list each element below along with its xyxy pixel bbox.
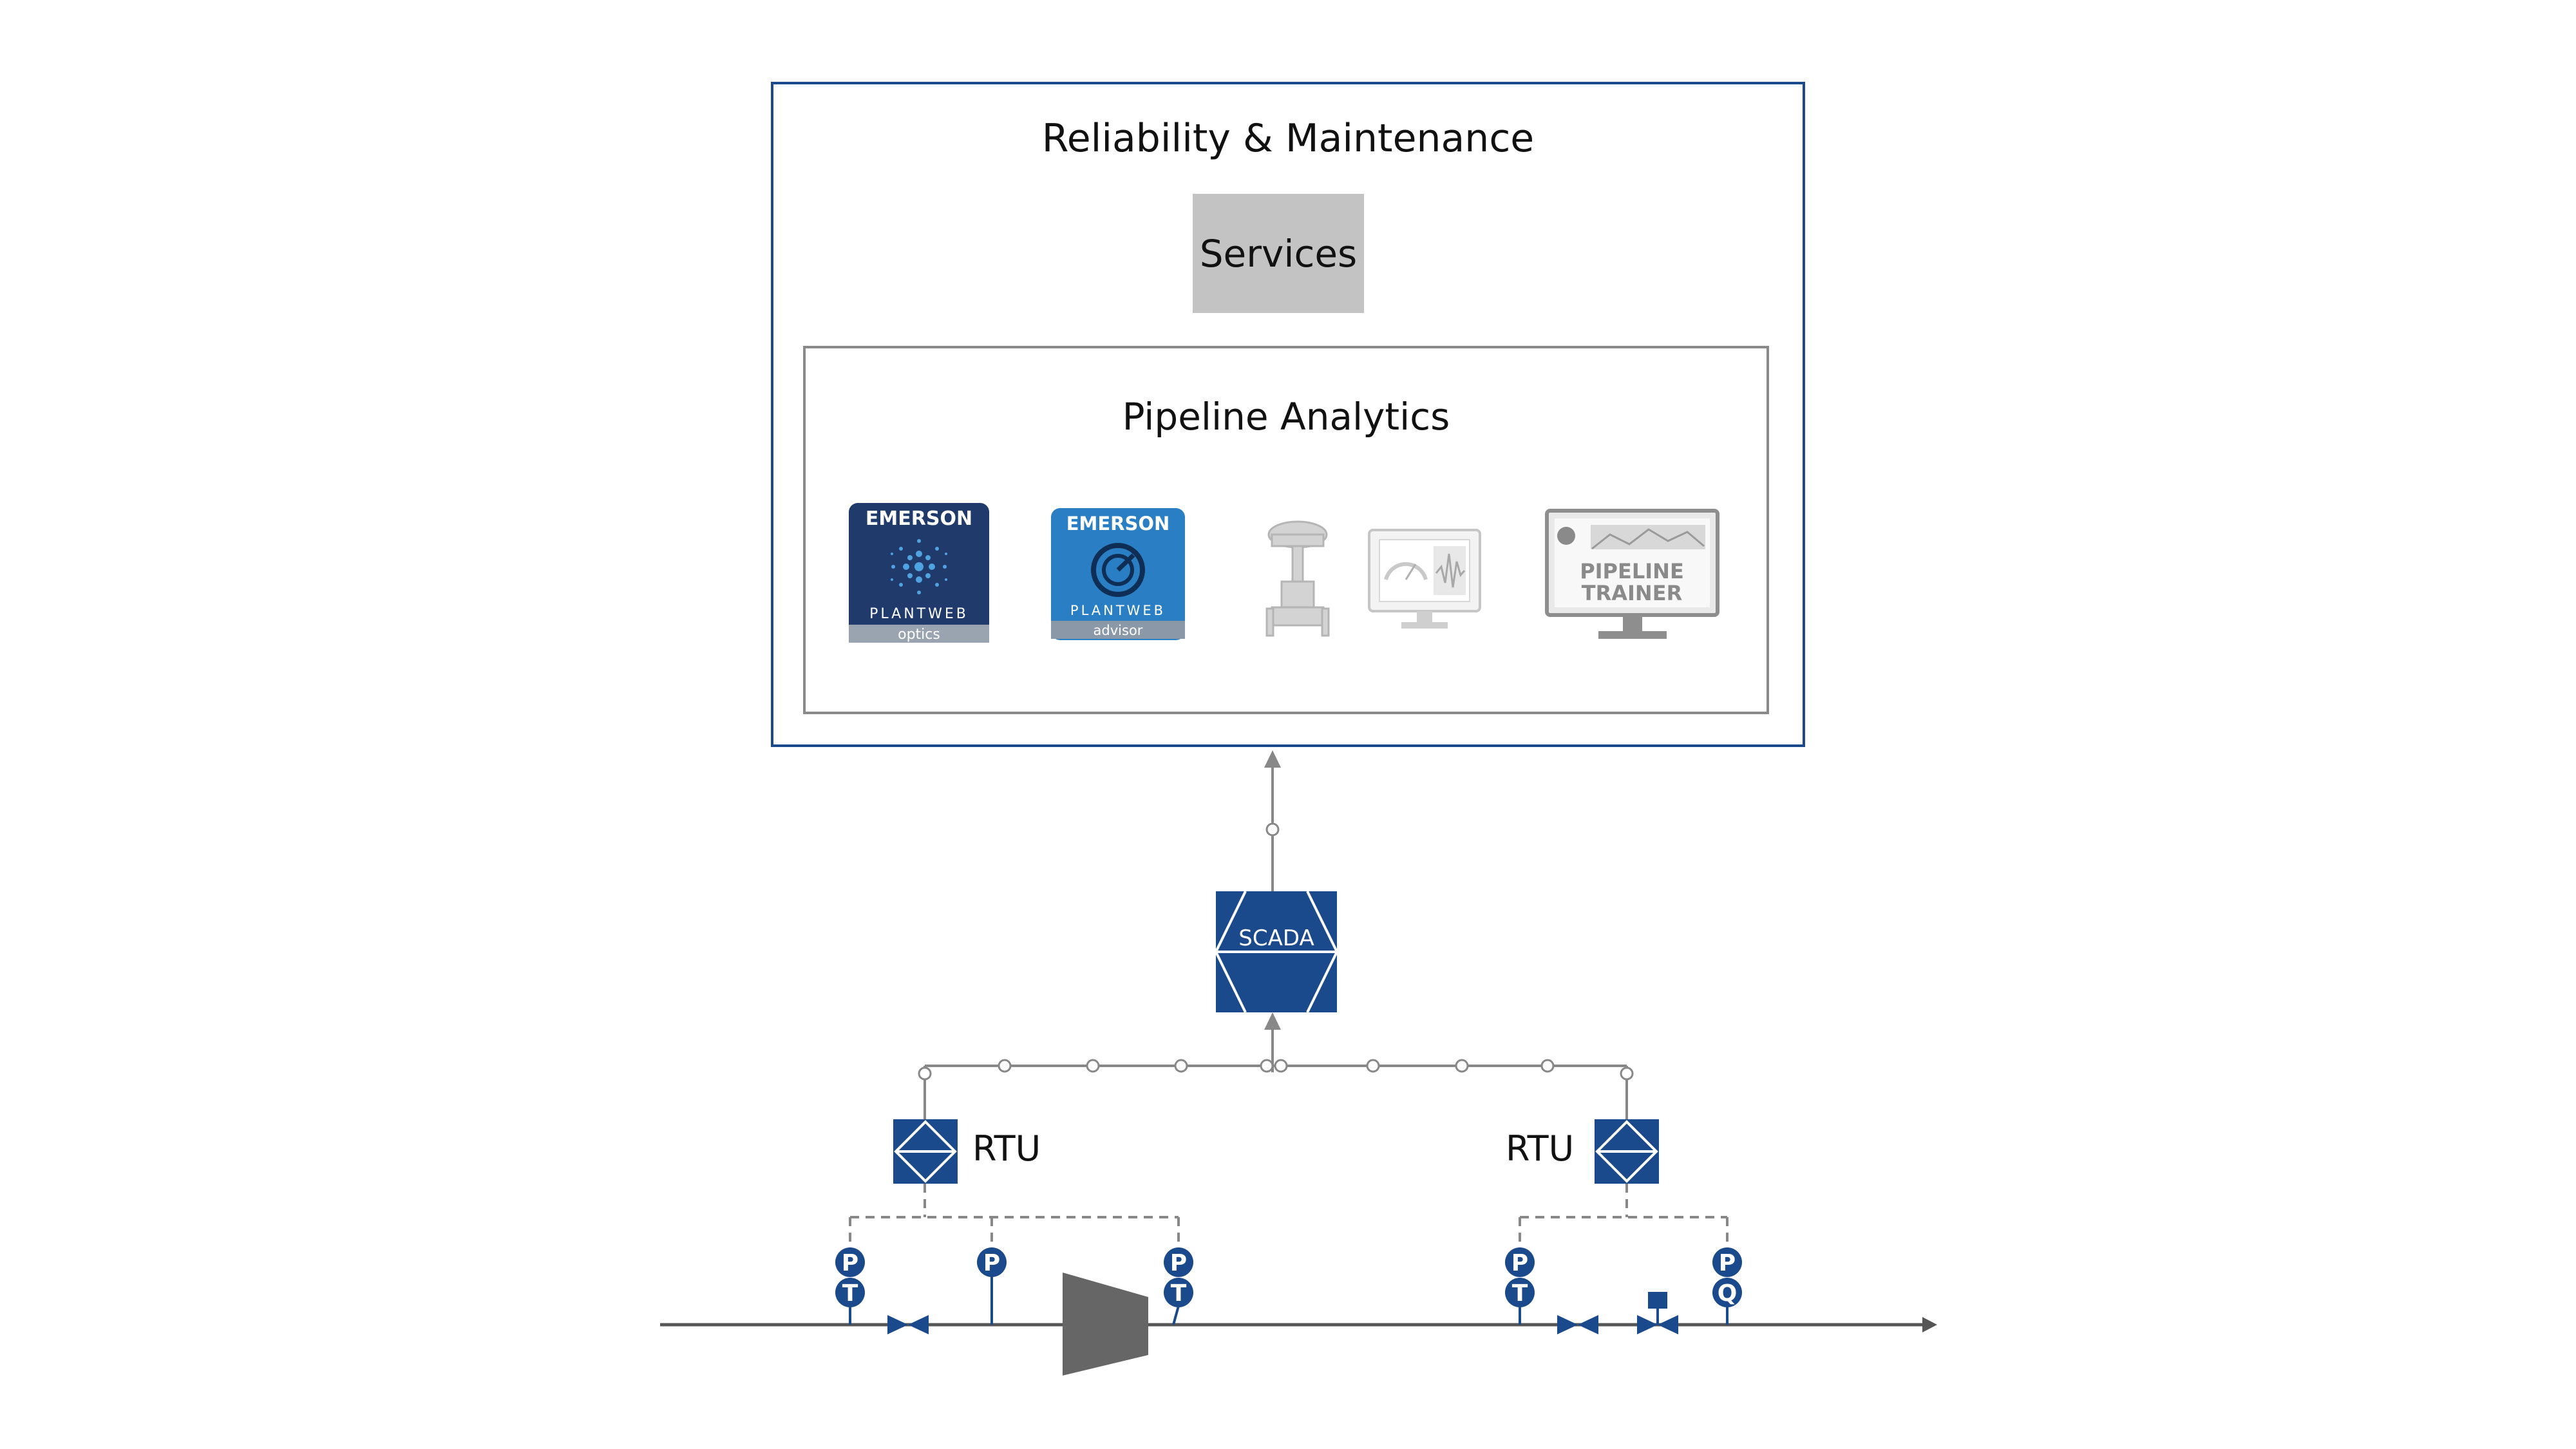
valve-icon xyxy=(1557,1315,1598,1334)
svg-text:T: T xyxy=(842,1280,858,1307)
arrow-heads xyxy=(1264,750,1281,1030)
svg-text:Q: Q xyxy=(1718,1280,1738,1307)
services-box: Services xyxy=(1193,194,1364,313)
advisor-product-text: PLANTWEB xyxy=(1070,603,1166,618)
svg-text:P: P xyxy=(1170,1250,1187,1276)
svg-text:P: P xyxy=(983,1250,1000,1276)
pipeline-analytics-title: Pipeline Analytics xyxy=(1122,395,1450,439)
field-wiring xyxy=(849,1184,1728,1248)
scada-label: SCADA xyxy=(1238,925,1314,951)
optics-dots-icon xyxy=(891,539,947,594)
instrument-stems xyxy=(849,1274,1728,1325)
svg-text:T: T xyxy=(1171,1280,1187,1307)
trainer-line2-text: TRAINER xyxy=(1582,581,1682,605)
pipeline-trainer-logo: PIPELINE TRAINER xyxy=(1545,509,1719,639)
flow-meter-q: Q xyxy=(1712,1278,1742,1307)
pressure-transmitter-5: P xyxy=(1712,1247,1742,1277)
rtu-right-label: RTU xyxy=(1506,1128,1575,1169)
reliability-maintenance-box xyxy=(771,82,1805,747)
trainer-line1-text: PIPELINE xyxy=(1580,559,1684,583)
control-valve-symbol-icon xyxy=(1637,1292,1678,1334)
valve-icon xyxy=(887,1315,929,1334)
pressure-transmitter-3: P xyxy=(1164,1247,1193,1277)
pressure-transmitter-2: P xyxy=(977,1247,1007,1277)
temperature-transmitter-3: T xyxy=(1164,1278,1193,1307)
rtu-left-unit xyxy=(893,1119,958,1184)
compressor-icon xyxy=(1063,1273,1148,1376)
svg-text:P: P xyxy=(1511,1250,1528,1276)
optics-brand-text: EMERSON xyxy=(866,507,972,530)
plantweb-optics-logo: EMERSON PLANTWEB optics xyxy=(849,503,989,643)
pipeline xyxy=(660,1317,1937,1332)
svg-text:P: P xyxy=(1719,1250,1736,1276)
pressure-transmitter-1: P xyxy=(835,1247,865,1277)
optics-sub-text: optics xyxy=(898,627,940,643)
rtu-left-label: RTU xyxy=(972,1128,1041,1169)
svg-text:P: P xyxy=(842,1250,858,1276)
temperature-transmitter-1: T xyxy=(835,1278,865,1307)
network-nodes xyxy=(918,822,1634,1081)
advisor-gauge-icon xyxy=(1091,543,1145,597)
control-valve-icon xyxy=(1265,520,1330,637)
svg-text:T: T xyxy=(1512,1280,1528,1307)
rtu-right-unit xyxy=(1595,1119,1659,1184)
scada-unit: SCADA xyxy=(1215,891,1338,1013)
plantweb-advisor-logo: EMERSON PLANTWEB advisor xyxy=(1051,508,1185,640)
temperature-transmitter-4: T xyxy=(1505,1278,1535,1307)
advisor-sub-text: advisor xyxy=(1094,623,1143,638)
pipeline-analytics-box xyxy=(803,346,1769,714)
advisor-brand-text: EMERSON xyxy=(1066,513,1170,535)
monitoring-screen-icon xyxy=(1368,529,1481,629)
optics-product-text: PLANTWEB xyxy=(869,606,969,622)
pressure-transmitter-4: P xyxy=(1505,1247,1535,1277)
reliability-maintenance-title: Reliability & Maintenance xyxy=(1041,116,1535,161)
